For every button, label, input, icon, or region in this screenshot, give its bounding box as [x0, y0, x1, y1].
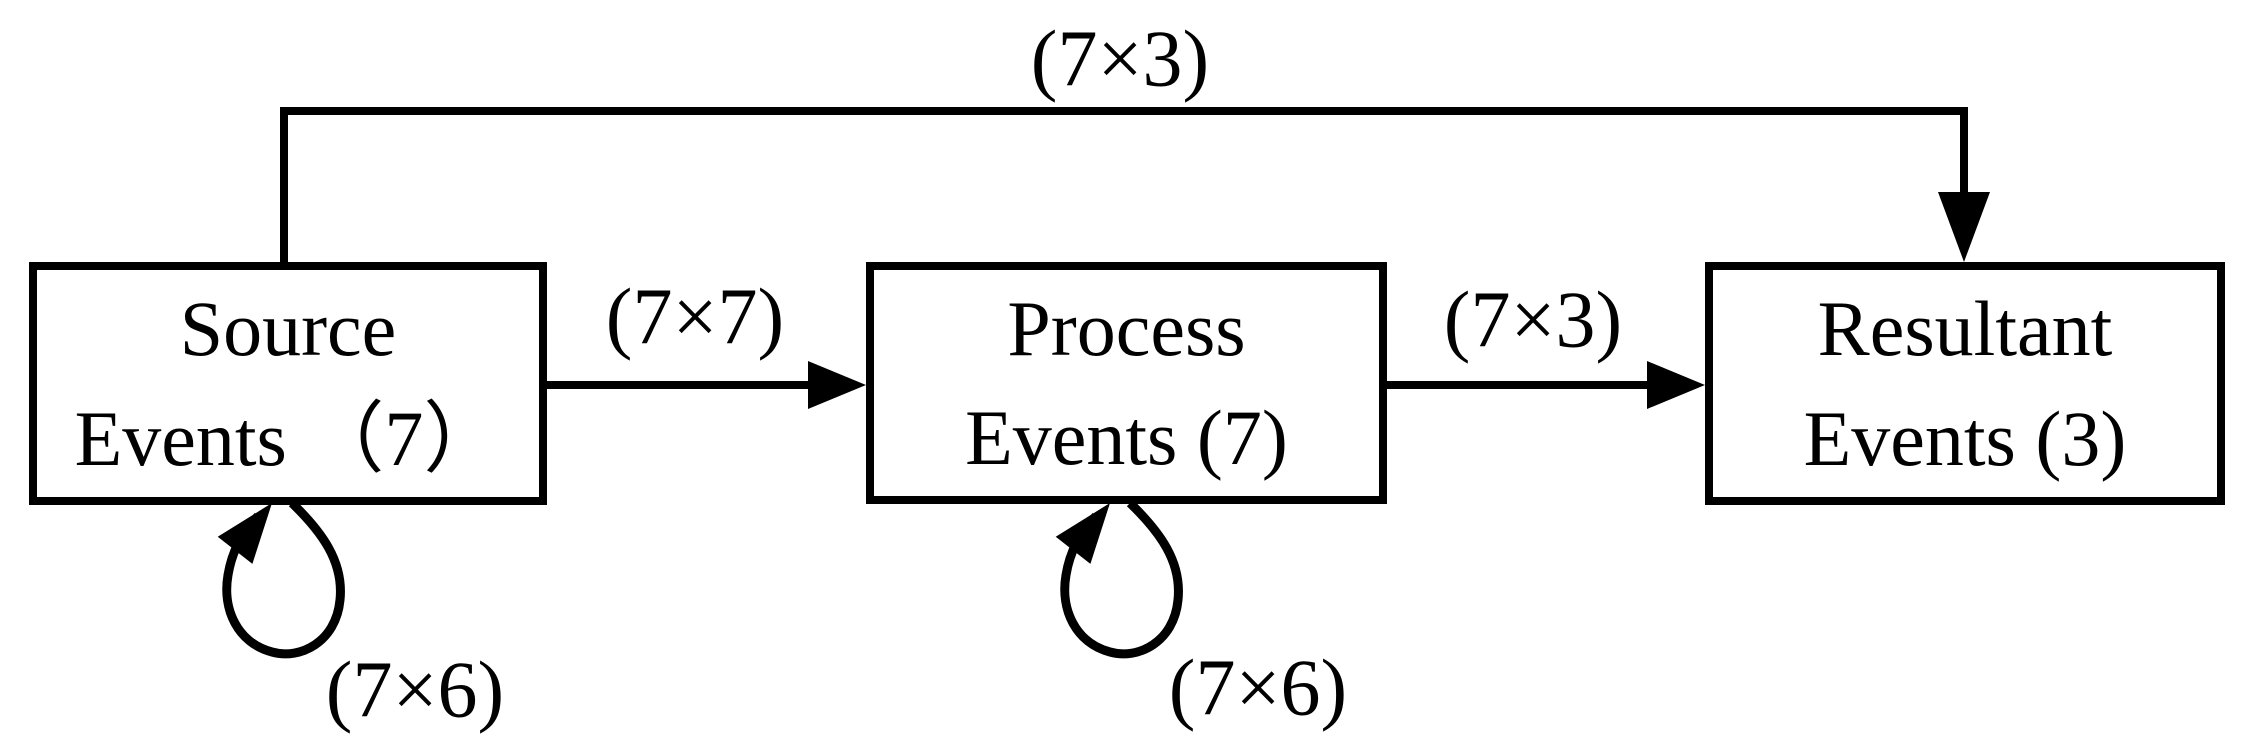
- arrowhead-source-self-loop-icon: [217, 503, 272, 564]
- node-process-events-title: Process: [1007, 284, 1246, 372]
- arrowhead-into-resultant-left-icon: [1647, 361, 1705, 409]
- edge-label-process-self-loop: (7×6): [1168, 644, 1348, 733]
- node-resultant-events: Resultant Events (3): [1705, 262, 2225, 505]
- edge-source-self-loop-line: [222, 499, 345, 659]
- node-source-events: Source Events （7）: [29, 262, 547, 505]
- arrowhead-process-self-loop-icon: [1055, 503, 1110, 564]
- node-resultant-events-title: Resultant: [1817, 285, 2113, 373]
- arrowhead-into-resultant-top-icon: [1938, 192, 1990, 262]
- edge-label-process-to-resultant: (7×3): [1443, 276, 1623, 365]
- edge-label-source-to-process: (7×7): [605, 273, 785, 362]
- node-resultant-events-count: Events (3): [1803, 394, 2127, 482]
- edge-process-self-loop-line: [1060, 499, 1183, 659]
- node-source-events-title: Source: [179, 285, 397, 373]
- edge-label-source-to-resultant: (7×3): [1030, 15, 1210, 104]
- edge-label-source-self-loop: (7×6): [325, 646, 505, 735]
- node-source-events-count: Events （7）: [74, 394, 502, 482]
- arrowhead-into-process-icon: [808, 361, 866, 409]
- node-process-events: Process Events (7): [866, 262, 1387, 504]
- edge-source-to-resultant-line: [280, 107, 1968, 266]
- node-process-events-count: Events (7): [965, 394, 1288, 481]
